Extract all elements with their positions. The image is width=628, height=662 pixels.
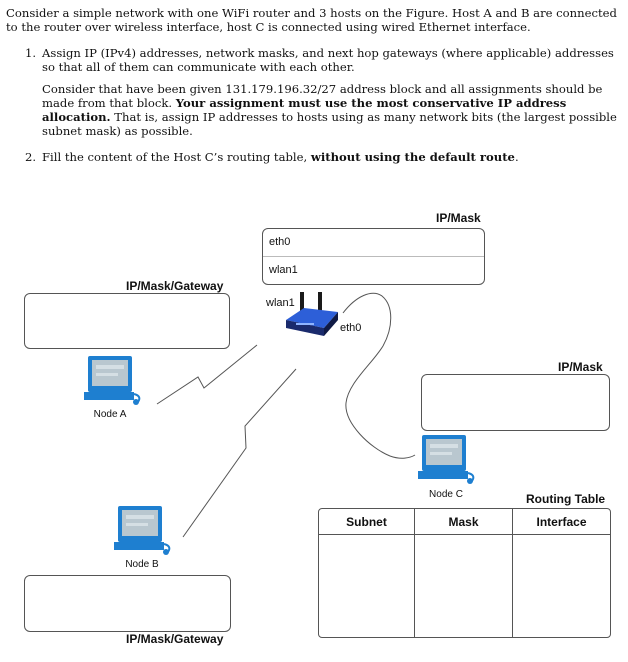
routing-table-header-divider — [319, 534, 610, 535]
routing-table-col-mask: Mask — [448, 515, 479, 529]
router-interface-box: eth0 wlan1 — [262, 228, 485, 285]
node-b-computer-icon — [114, 506, 171, 555]
question-2: 2. Fill the content of the Host C’s rout… — [6, 150, 618, 164]
routing-table-col-divider-2 — [512, 509, 513, 637]
routing-table: Subnet Mask Interface — [318, 508, 611, 638]
routing-table-title: Routing Table — [526, 492, 606, 506]
routing-table-col-divider-1 — [414, 509, 415, 637]
router-eth0-field-label: eth0 — [269, 236, 291, 248]
node-a-label: Node A — [93, 409, 127, 420]
question-1-text: Assign IP (IPv4) addresses, network mask… — [42, 46, 614, 74]
question-2-number: 2. — [24, 150, 36, 164]
routing-table-subnet-cell[interactable] — [319, 535, 414, 637]
node-c-ip-field[interactable] — [421, 374, 610, 431]
node-b-ip-field[interactable] — [24, 575, 231, 632]
problem-text: Consider a simple network with one WiFi … — [6, 6, 618, 164]
question-1: 1. Assign IP (IPv4) addresses, network m… — [6, 46, 618, 138]
router-wlan1-field-label: wlan1 — [269, 264, 298, 276]
ethernet-cable — [342, 292, 416, 459]
routing-table-interface-cell[interactable] — [513, 535, 610, 637]
routing-table-col-interface: Interface — [536, 515, 587, 529]
wifi-router-icon — [286, 292, 338, 336]
node-b-header: IP/Mask/Gateway — [126, 632, 224, 646]
router-eth0-label: eth0 — [340, 322, 362, 334]
router-wlan1-field[interactable]: wlan1 — [263, 257, 484, 284]
question-1-emphasis: Your assignment must use the most conser… — [42, 96, 567, 124]
wireless-link-a — [156, 344, 258, 405]
node-b-label: Node B — [125, 559, 159, 570]
node-c-label: Node C — [429, 489, 463, 500]
question-1-constraints: Consider that have been given 131.179.19… — [42, 82, 617, 138]
question-2-emphasis: without using the default route — [310, 150, 515, 164]
router-wlan1-label: wlan1 — [266, 297, 295, 309]
question-1-number: 1. — [24, 46, 36, 60]
router-ip-mask-header: IP/Mask — [436, 211, 481, 225]
node-a-header: IP/Mask/Gateway — [126, 279, 224, 293]
routing-table-mask-cell[interactable] — [415, 535, 512, 637]
router-eth0-field[interactable]: eth0 — [263, 229, 484, 257]
intro-paragraph: Consider a simple network with one WiFi … — [6, 6, 617, 34]
node-a-computer-icon — [84, 356, 141, 405]
wireless-link-b — [182, 368, 297, 538]
node-c-computer-icon — [418, 435, 475, 484]
routing-table-col-subnet: Subnet — [346, 515, 387, 529]
node-a-ip-field[interactable] — [24, 293, 230, 349]
question-2-text: Fill the content of the Host C’s routing… — [42, 150, 519, 164]
node-c-header: IP/Mask — [558, 360, 603, 374]
